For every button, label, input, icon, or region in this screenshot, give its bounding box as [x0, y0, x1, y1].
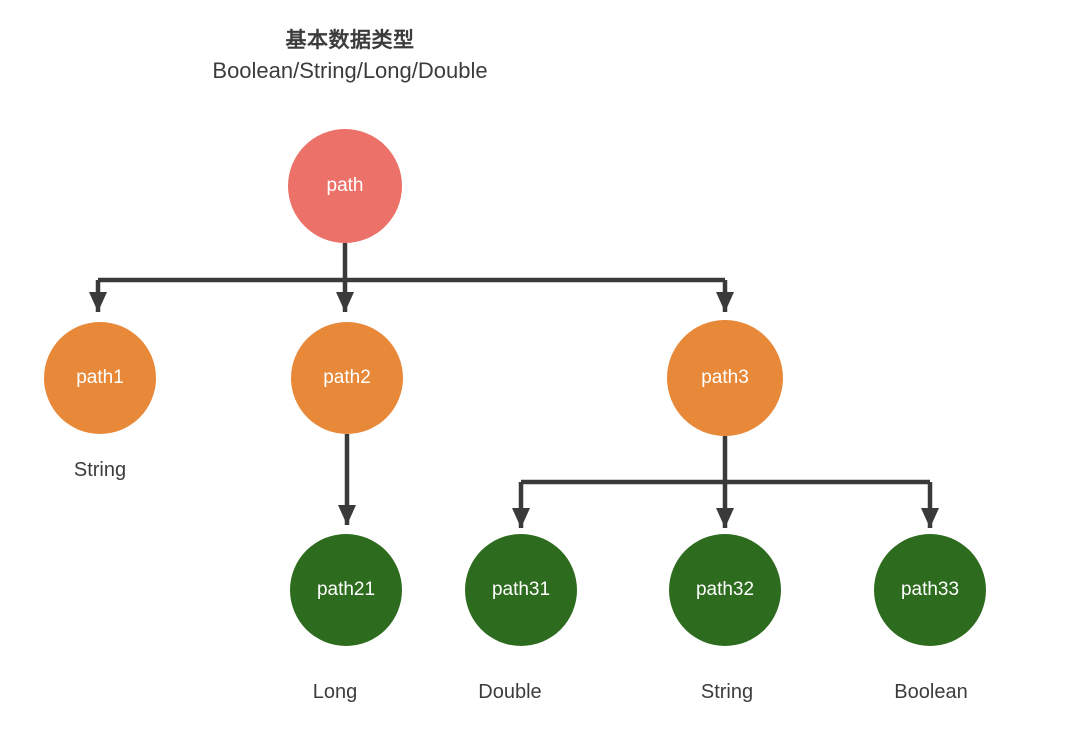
- arrowhead-path3-1: [716, 508, 734, 528]
- arrowhead-path3-0: [512, 508, 530, 528]
- type-label-path21: Long: [312, 681, 358, 703]
- arrowhead-path3-2: [921, 508, 939, 528]
- node-label-path3: path3: [701, 367, 749, 388]
- node-path2[interactable]: path2: [291, 322, 403, 434]
- title-line-chinese: 基本数据类型: [285, 29, 415, 52]
- node-label-path32: path32: [695, 579, 755, 600]
- type-label-path32: String: [700, 681, 754, 703]
- node-path[interactable]: path: [288, 129, 402, 243]
- node-path1[interactable]: path1: [44, 322, 156, 434]
- diagram-title: 基本数据类型 Boolean/String/Long/Double: [0, 26, 700, 86]
- node-label-path33: path33: [900, 579, 960, 600]
- type-label-path31: Double: [478, 681, 542, 703]
- arrowhead-path2-path21: [338, 505, 356, 525]
- node-label-path31: path31: [491, 579, 551, 600]
- node-label-path2: path2: [323, 367, 371, 388]
- arrowhead-path-0: [89, 292, 107, 312]
- node-label-path: path: [326, 175, 364, 196]
- node-path21[interactable]: path21: [290, 534, 402, 646]
- node-label-path21: path21: [316, 579, 376, 600]
- title-line-types: Boolean/String/Long/Double: [212, 58, 488, 83]
- arrowhead-path-2: [716, 292, 734, 312]
- node-path33[interactable]: path33: [874, 534, 986, 646]
- arrowhead-path-1: [336, 292, 354, 312]
- type-label-path33: Boolean: [894, 681, 968, 703]
- node-path31[interactable]: path31: [465, 534, 577, 646]
- node-path32[interactable]: path32: [669, 534, 781, 646]
- type-label-path1: String: [73, 459, 127, 481]
- node-path3[interactable]: path3: [667, 320, 783, 436]
- node-label-path1: path1: [76, 367, 124, 388]
